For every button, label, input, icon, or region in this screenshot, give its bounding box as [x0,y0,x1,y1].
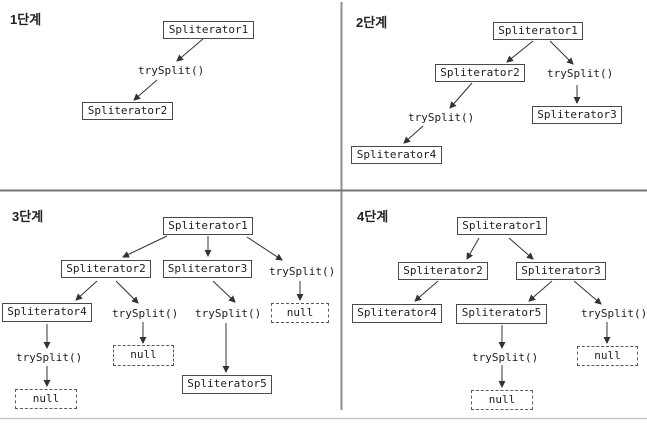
trysplit-label: trySplit() [408,111,475,124]
arrow [115,280,139,304]
trysplit-label: trySplit() [581,307,647,320]
trysplit-label: trySplit() [16,351,83,364]
null-box: null [271,303,329,323]
box-spliterator4: Spliterator4 [351,146,442,164]
arrow [549,40,574,65]
arrow [506,40,534,63]
arrow [449,82,473,109]
step-2-label: 2단계 [356,15,388,30]
arrow [133,79,158,101]
step-1-label: 1단계 [10,12,42,27]
arrow [246,236,283,261]
trysplit-label: trySplit() [472,351,539,364]
trysplit-label: trySplit() [112,307,179,320]
box-spliterator5: Spliterator5 [456,304,547,324]
trysplit-label: trySplit() [138,64,205,77]
null-box: null [15,389,77,409]
box-spliterator2: Spliterator2 [398,262,488,280]
arrow [573,280,602,305]
box-spliterator3: Spliterator3 [163,260,252,278]
box-spliterator1: Spliterator1 [457,217,547,235]
trysplit-label: trySplit() [195,307,262,320]
null-box: null [577,346,638,366]
box-spliterator4: Spliterator4 [352,304,442,323]
arrow [75,280,98,301]
null-box: null [471,390,533,410]
step-4-label: 4단계 [357,209,389,224]
box-spliterator3: Spliterator3 [516,262,606,280]
box-spliterator2: Spliterator2 [82,102,173,120]
box-spliterator1: Spliterator1 [163,217,253,235]
trysplit-label: trySplit() [547,67,614,80]
box-spliterator1: Spliterator1 [493,22,583,40]
step-3-label: 3단계 [12,209,44,224]
arrow [403,125,424,144]
box-spliterator1: Spliterator1 [163,21,254,39]
arrow [176,38,204,62]
arrow [466,237,480,260]
box-spliterator2: Spliterator2 [61,260,151,278]
arrow [212,280,236,303]
box-spliterator2: Spliterator2 [435,64,525,82]
arrow [414,280,439,302]
box-spliterator3: Spliterator3 [532,106,622,124]
arrow [508,237,534,260]
arrow [122,235,168,258]
arrow [528,280,553,302]
box-spliterator5: Spliterator5 [182,375,272,394]
box-spliterator4: Spliterator4 [2,303,92,322]
trysplit-label: trySplit() [269,265,336,278]
null-box: null [113,345,174,366]
